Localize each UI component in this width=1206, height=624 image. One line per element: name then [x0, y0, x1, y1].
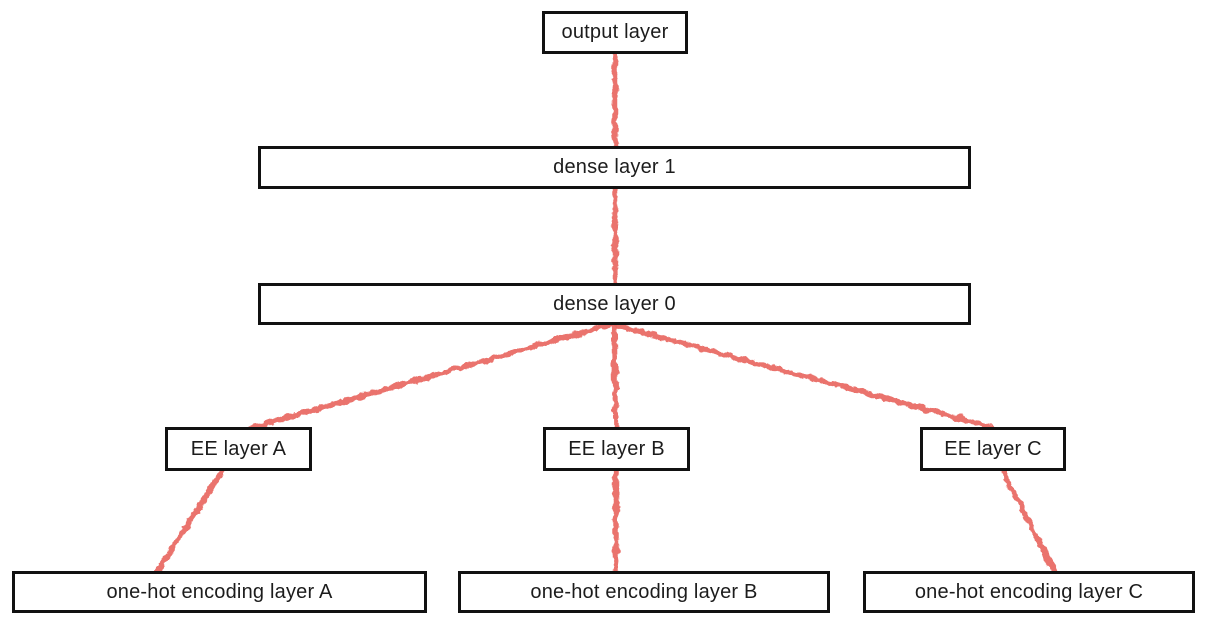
edge-dense0-to-ee_b [611, 321, 619, 431]
node-one-hot-encoding-layer-c: one-hot encoding layer C [863, 571, 1195, 613]
node-onehot-b-label: one-hot encoding layer B [530, 580, 758, 603]
node-one-hot-encoding-layer-b: one-hot encoding layer B [458, 571, 830, 613]
node-output-label: output layer [561, 21, 669, 43]
node-ee-b-label: EE layer B [568, 437, 665, 460]
edge-ee_c-to-onehot_c [999, 467, 1058, 575]
edge-dense0-to-ee_a [248, 321, 615, 431]
node-onehot-a-label: one-hot encoding layer A [106, 580, 333, 603]
node-ee-layer-c: EE layer C [920, 427, 1066, 471]
node-dense1-label: dense layer 1 [553, 156, 676, 178]
node-dense-layer-0: dense layer 0 [258, 283, 971, 325]
edge-ee_a-to-onehot_a [154, 467, 226, 575]
node-ee-c-label: EE layer C [944, 437, 1042, 460]
node-dense-layer-1: dense layer 1 [258, 146, 971, 189]
node-onehot-c-label: one-hot encoding layer C [914, 580, 1144, 603]
node-ee-a-label: EE layer A [190, 437, 287, 460]
node-ee-layer-a: EE layer A [165, 427, 312, 471]
edge-dense0-to-ee_c [609, 321, 994, 430]
node-output-layer: output layer [542, 11, 688, 54]
node-ee-layer-b: EE layer B [543, 427, 690, 471]
node-dense0-label: dense layer 0 [553, 292, 676, 315]
node-one-hot-encoding-layer-a: one-hot encoding layer A [12, 571, 427, 613]
